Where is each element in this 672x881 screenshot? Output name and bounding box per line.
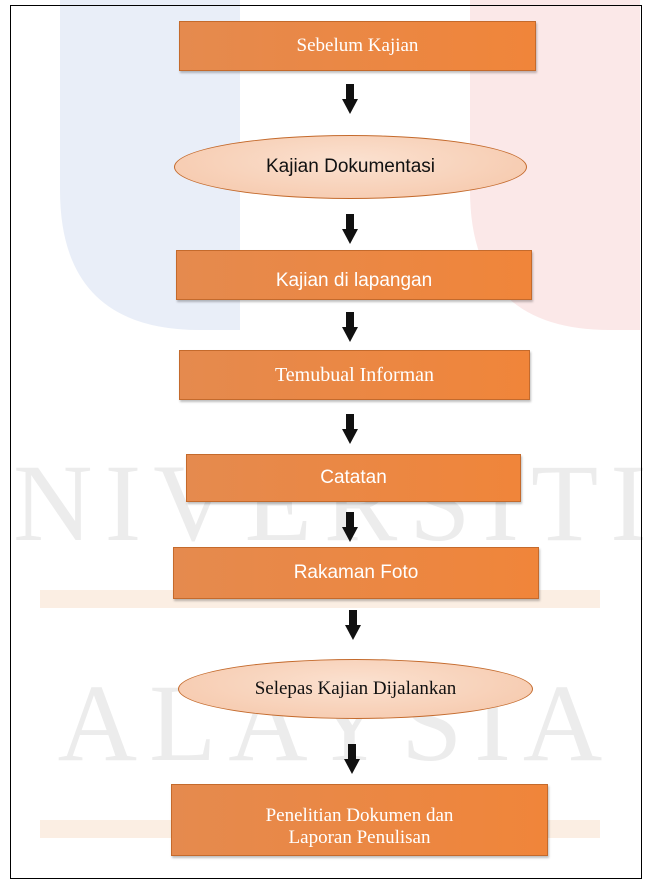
flow-arrow-down: [342, 312, 358, 342]
step-label: Kajian di lapangan: [275, 270, 433, 292]
step-sebelum-kajian: Sebelum Kajian: [179, 21, 536, 71]
step-kajian-di-lapangan: Kajian di lapangan: [176, 250, 532, 300]
flow-arrow-down: [342, 84, 358, 114]
step-catatan: Catatan: [186, 454, 521, 502]
step-label: Catatan: [320, 467, 387, 489]
step-label: Temubual Informan: [274, 363, 435, 386]
step-kajian-dokumentasi: Kajian Dokumentasi: [174, 135, 527, 199]
step-selepas-kajian-dijalankan: Selepas Kajian Dijalankan: [178, 659, 533, 719]
flow-arrow-down: [342, 214, 358, 244]
step-label: Kajian Dokumentasi: [266, 156, 435, 178]
step-label: Selepas Kajian Dijalankan: [254, 678, 457, 700]
flow-arrow-down: [342, 414, 358, 444]
step-temubual-informan: Temubual Informan: [179, 350, 530, 400]
step-label: Sebelum Kajian: [296, 35, 419, 57]
step-label: Penelitian Dokumen dan Laporan Penulisan: [265, 805, 454, 848]
diagram-frame: [10, 5, 642, 879]
flow-arrow-down: [344, 744, 360, 774]
flow-arrow-down: [345, 610, 361, 640]
flow-arrow-down: [342, 512, 358, 542]
step-rakaman-foto: Rakaman Foto: [173, 547, 539, 599]
step-label: Rakaman Foto: [293, 562, 419, 584]
step-penelitian-dokumen: Penelitian Dokumen dan Laporan Penulisan: [171, 784, 548, 856]
